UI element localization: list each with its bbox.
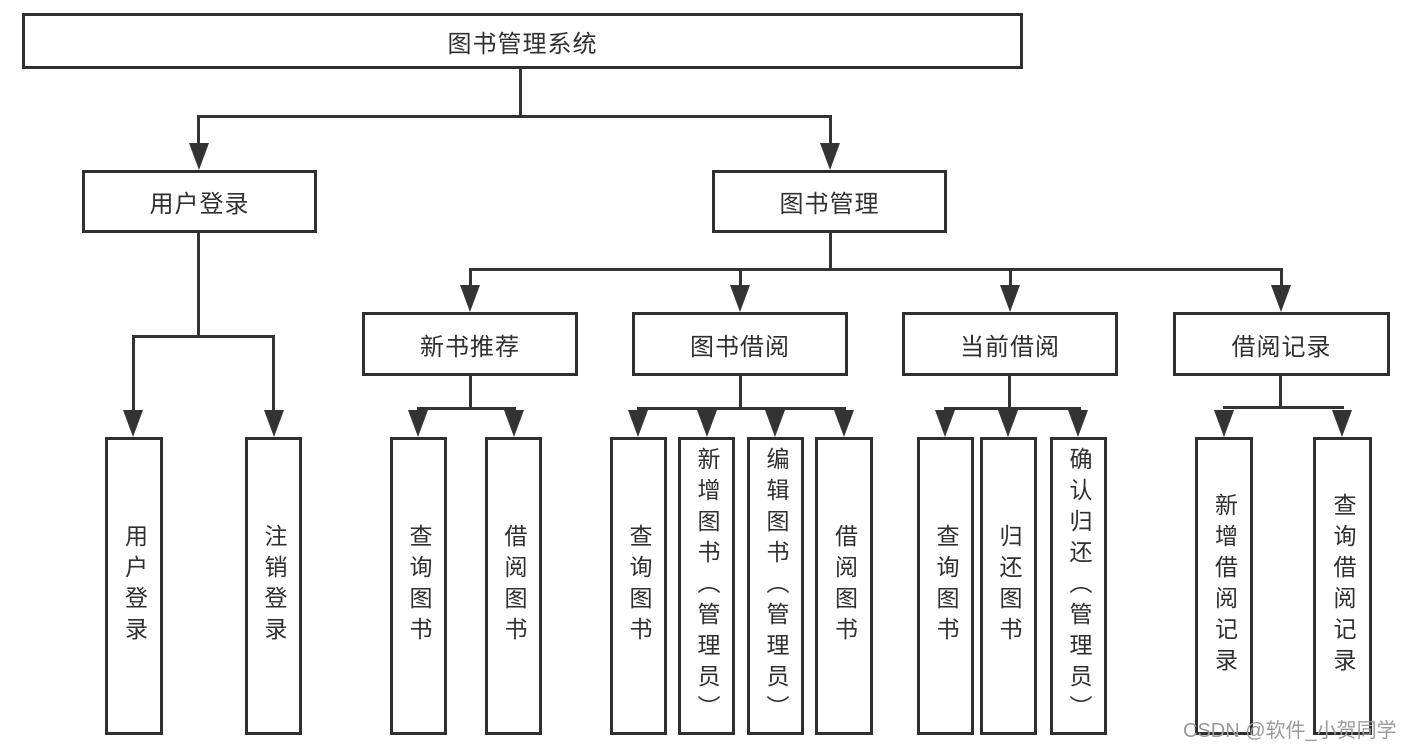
- edge-line: [469, 376, 472, 410]
- node-current-borrow: 当前借阅: [902, 312, 1118, 376]
- leaf-label: 查询图书: [406, 524, 432, 648]
- leaf-confirm-return-admin: 确认归还（管理员）: [1050, 437, 1107, 735]
- leaf-label: 注销登录: [261, 524, 287, 648]
- edge-line: [197, 115, 200, 147]
- leaf-logout: 注销登录: [245, 437, 302, 735]
- edge-line: [829, 115, 832, 147]
- edge-line: [739, 376, 742, 410]
- edge-arrow: [730, 285, 750, 312]
- edge-arrow: [123, 410, 143, 437]
- leaf-label: 查询借阅记录: [1330, 493, 1356, 679]
- edge-line: [1279, 376, 1282, 408]
- leaf-borrow-book-recommend: 借阅图书: [485, 437, 542, 735]
- edge-line: [197, 233, 200, 338]
- node-borrow-records: 借阅记录: [1173, 312, 1390, 376]
- leaf-query-book-recommend: 查询图书: [390, 437, 447, 735]
- edge-line: [132, 335, 275, 338]
- edge-arrow: [697, 410, 717, 437]
- leaf-add-borrow-record: 新增借阅记录: [1195, 437, 1253, 735]
- edge-line: [197, 115, 832, 118]
- edge-arrow: [765, 410, 785, 437]
- edge-arrow: [628, 410, 648, 437]
- node-book-borrow: 图书借阅: [632, 312, 848, 376]
- node-user-login: 用户登录: [82, 170, 317, 233]
- edge-arrow: [504, 410, 524, 437]
- edge-line: [944, 407, 1081, 410]
- leaf-query-book-borrow: 查询图书: [610, 437, 667, 735]
- edge-arrow: [1332, 410, 1352, 437]
- leaf-label: 查询图书: [626, 524, 652, 648]
- edge-line: [829, 232, 832, 271]
- edge-line: [469, 268, 472, 288]
- node-new-book-recommend: 新书推荐: [362, 312, 578, 376]
- edge-line: [1008, 376, 1011, 410]
- edge-line: [417, 407, 516, 410]
- edge-arrow: [264, 410, 284, 437]
- leaf-label: 借阅图书: [501, 524, 527, 648]
- leaf-label: 查询图书: [933, 524, 959, 648]
- edge-arrow: [408, 410, 428, 437]
- leaf-label: 确认归还（管理员）: [1066, 446, 1092, 726]
- node-book-management: 图书管理: [712, 170, 947, 233]
- edge-arrow: [820, 143, 840, 170]
- edge-line: [1280, 268, 1283, 288]
- csdn-watermark: CSDN @软件_小贺同学: [1183, 720, 1397, 742]
- edge-line: [1223, 406, 1344, 409]
- edge-arrow: [460, 285, 480, 312]
- edge-line: [1009, 268, 1012, 288]
- edge-line: [132, 335, 135, 412]
- leaf-label: 归还图书: [996, 524, 1022, 648]
- edge-arrow: [1000, 285, 1020, 312]
- leaf-label: 编辑图书（管理员）: [763, 446, 789, 726]
- edge-line: [469, 268, 1283, 271]
- edge-arrow: [1214, 410, 1234, 437]
- edge-line: [519, 68, 522, 118]
- leaf-query-borrow-record: 查询借阅记录: [1313, 437, 1372, 735]
- leaf-label: 新增借阅记录: [1211, 493, 1238, 679]
- leaf-label: 新增图书（管理员）: [694, 446, 720, 726]
- node-root: 图书管理系统: [22, 13, 1023, 69]
- edge-line: [272, 335, 275, 412]
- leaf-label: 借阅图书: [831, 524, 858, 648]
- leaf-label: 用户登录: [121, 524, 148, 648]
- edge-line: [739, 268, 742, 288]
- leaf-query-book-current: 查询图书: [917, 437, 974, 735]
- leaf-edit-book-admin: 编辑图书（管理员）: [747, 437, 804, 735]
- leaf-user-login: 用户登录: [105, 437, 163, 735]
- edge-arrow: [1271, 285, 1291, 312]
- edge-arrow: [1068, 410, 1088, 437]
- leaf-add-book-admin: 新增图书（管理员）: [678, 437, 735, 735]
- leaf-return-book: 归还图书: [980, 437, 1037, 735]
- edge-arrow: [998, 410, 1018, 437]
- edge-arrow: [189, 143, 209, 170]
- leaf-borrow-book: 借阅图书: [815, 437, 873, 735]
- edge-arrow: [935, 410, 955, 437]
- edge-arrow: [834, 410, 854, 437]
- edge-line: [637, 407, 846, 410]
